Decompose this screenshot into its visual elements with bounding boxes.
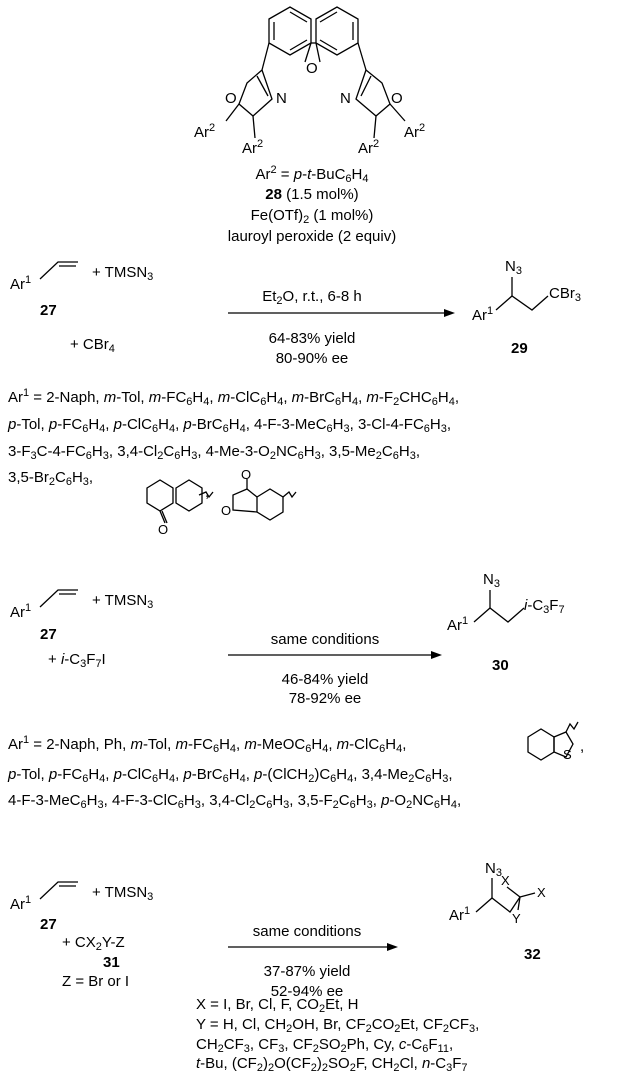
reaction1-cbr4: + CBr4 [70,336,115,355]
ar2-definition: Ar2 = p-t-BuC6H4 [255,164,369,185]
reaction1-scope-line2: p-Tol, p-FC6H4, p-ClC6H4, p-BrC6H4, 4-F-… [8,416,452,435]
product32-azide: N3 [485,860,502,879]
catalyst-ar2-label-2: Ar2 [242,138,264,158]
catalyst-ar2-label-3: Ar2 [358,138,380,158]
separator-comma-2: , [580,738,585,755]
compound-29: 29 [511,340,528,357]
y-substituent-line3: t-Bu, (CF2)2O(CF2)2SO2F, CH2Cl, n-C3F7 [196,1055,468,1074]
reaction3-reagent: + CX2Y-Z [62,934,125,953]
reaction2-compound-27: 27 [40,626,57,643]
phthalide-carbonyl-oxygen: O [241,467,252,482]
reaction2-conditions: same conditions [270,631,380,648]
product29-cbr3: CBr3 [549,285,581,304]
left-oxazoline-oxygen: O [225,90,237,107]
reaction3-yield: 37-87% yield [263,963,351,980]
product30-azide: N3 [483,571,500,590]
reaction1-ee: 80-90% ee [275,350,349,367]
left-oxazoline-nitrogen: N [276,90,287,107]
reaction1-tmsn3: + TMSN3 [92,264,154,283]
product29-azide: N3 [505,258,522,277]
reaction2-scope-line1: Ar1 = 2-Naph, Ph, m-Tol, m-FC6H4, m-MeOC… [8,734,407,755]
iron-catalyst-loading: Fe(OTf)2 (1 mol%) [250,207,374,226]
product30-ar1: Ar1 [447,615,469,635]
reaction2-ee: 78-92% ee [288,690,362,707]
compound-31: 31 [103,954,120,971]
fluorenone-oxygen: O [158,522,169,537]
reaction3-ee: 52-94% ee [270,983,344,1000]
product30-perfluoroisopropyl: i-C3F7 [524,597,565,616]
reaction1-ar1-label: Ar1 [10,274,32,294]
reaction3-conditions: same conditions [252,923,362,940]
reaction3-tmsn3: + TMSN3 [92,884,154,903]
dibenzofuran-right-ring [268,6,312,56]
product32-ar1: Ar1 [449,905,471,925]
z-definition: Z = Br or I [62,973,130,990]
reaction2-ar1-label: Ar1 [10,602,32,622]
reaction2-scope-line2: p-Tol, p-FC6H4, p-ClC6H4, p-BrC6H4, p-(C… [8,766,453,785]
dibenzofuran-left-ring [315,6,359,56]
reaction2-scope-line3: 4-F-3-MeC6H3, 4-F-3-ClC6H3, 3,4-Cl2C6H3,… [8,792,462,811]
oxidant: lauroyl peroxide (2 equiv) [227,228,397,245]
reaction3-compound-27: 27 [40,916,57,933]
reaction1-scope-line3: 3-F3C-4-FC6H3, 3,4-Cl2C6H3, 4-Me-3-O2NC6… [8,443,420,462]
reaction1-scope-line1: Ar1 = 2-Naph, m-Tol, m-FC6H4, m-ClC6H4, … [8,387,459,408]
x-substituent-list: X = I, Br, Cl, F, CO2Et, H [196,996,359,1015]
reaction2-yield: 46-84% yield [281,671,369,688]
catalyst-loading: 28 (1.5 mol%) [265,186,359,203]
reaction1-scope-line4: 3,5-Br2C6H3, [8,469,94,488]
reaction2-perfluoroalkyl-iodide: + i-C3F7I [48,651,106,670]
catalyst-ar2-label-4: Ar2 [404,122,426,142]
y-substituent-line2: CH2CF3, CF3, CF2SO2Ph, Cy, c-C6F11, [196,1036,454,1055]
product32-y: Y [512,911,521,926]
product32-x-right: X [537,885,546,900]
compound-30: 30 [492,657,509,674]
product29-ar1: Ar1 [472,305,494,325]
y-substituent-line1: Y = H, Cl, CH2OH, Br, CF2CO2Et, CF2CF3, [196,1016,480,1035]
reaction3-ar1-label: Ar1 [10,894,32,914]
catalyst-furan-oxygen: O [306,60,318,77]
catalyst-ar2-label-1: Ar2 [194,122,216,142]
benzothiophene-sulfur: S [563,747,572,762]
reaction2-tmsn3: + TMSN3 [92,592,154,611]
phthalide-ring-oxygen: O [221,503,232,518]
compound-32: 32 [524,946,541,963]
separator-comma: , [205,484,210,501]
solvent-temp-time: Et2O, r.t., 6-8 h [262,288,362,307]
left-oxazoline-ring [238,68,273,117]
product32-x-top: X [501,873,510,888]
right-oxazoline-ring [355,68,391,117]
reaction1-compound-27: 27 [40,302,57,319]
reaction1-yield: 64-83% yield [268,330,356,347]
right-oxazoline-oxygen: O [391,90,403,107]
right-oxazoline-nitrogen: N [340,90,351,107]
